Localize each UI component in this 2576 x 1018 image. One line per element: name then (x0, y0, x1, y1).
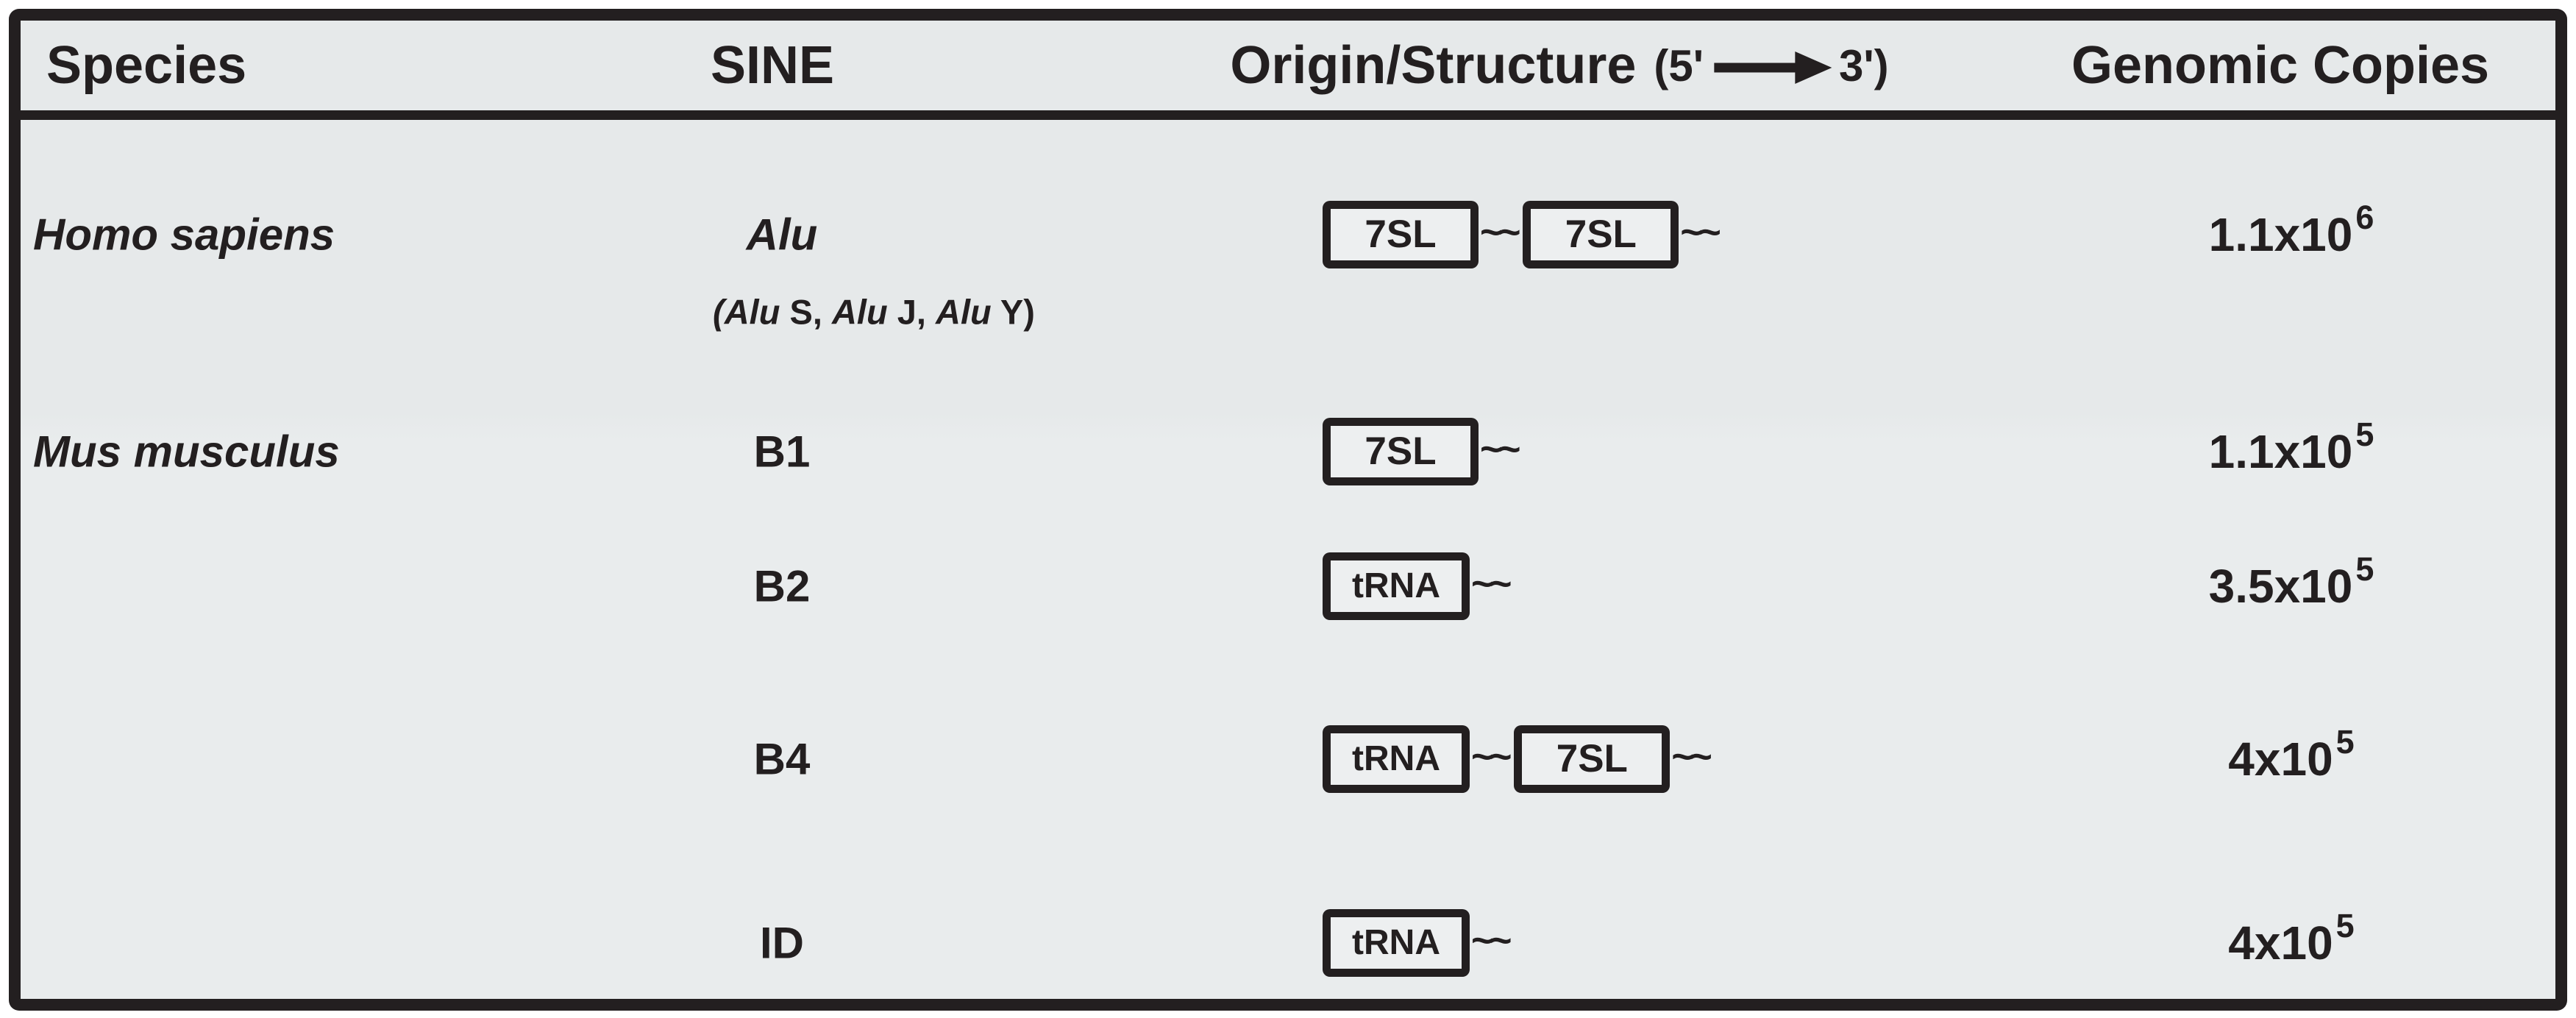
species-name: Mus musculus (33, 427, 340, 477)
sequence-box-trna: tRNA (1323, 909, 1470, 977)
col-header-genomic-copies: Genomic Copies (2071, 36, 2490, 95)
sequence-box-7sl: 7SL (1523, 201, 1679, 268)
table-body: Homo sapiens Alu (Alu S, Alu J, Alu Y) 7… (21, 120, 2555, 999)
copies-exponent: 5 (2335, 907, 2355, 944)
a-tail-squiggle-icon: ~~ (1471, 563, 1512, 605)
a-tail-squiggle-icon: ~~ (1480, 428, 1521, 471)
col-header-origin-structure: Origin/Structure (5' 3') (1230, 35, 1888, 96)
copies-mantissa: 1.1x10 (2208, 208, 2353, 261)
copies-exponent: 5 (2355, 550, 2374, 588)
copies-mantissa: 4x10 (2228, 916, 2333, 969)
sequence-box-trna: tRNA (1323, 725, 1470, 793)
sine-table-figure: Species SINE Origin/Structure (5' 3') Ge… (9, 9, 2567, 1011)
a-tail-squiggle-icon: ~~ (1671, 736, 1712, 778)
sine-subfamilies-note: (Alu S, Alu J, Alu Y) (713, 292, 1035, 332)
sequence-box-7sl: 7SL (1323, 418, 1479, 485)
three-prime-label: 3') (1839, 40, 1889, 90)
sine-name: B2 (753, 561, 811, 611)
sequence-box-trna: tRNA (1323, 552, 1470, 620)
origin-structure-label: Origin/Structure (1230, 36, 1637, 95)
sine-name: B1 (753, 427, 811, 477)
copies-exponent: 6 (2355, 199, 2374, 236)
structure-diagram: 7SL ~~ (1323, 418, 1523, 485)
note-part: (Alu (713, 292, 780, 332)
sequence-box-7sl: 7SL (1323, 201, 1479, 268)
genomic-copies-value: 1.1x105 (2208, 416, 2374, 479)
species-name: Homo sapiens (33, 210, 335, 260)
copies-mantissa: 3.5x10 (2208, 560, 2353, 613)
structure-diagram: tRNA ~~ (1323, 552, 1514, 620)
copies-exponent: 5 (2355, 416, 2374, 453)
sequence-box-7sl: 7SL (1514, 725, 1671, 793)
genomic-copies-value: 1.1x106 (2208, 199, 2374, 262)
col-header-sine: SINE (710, 36, 835, 95)
copies-mantissa: 1.1x10 (2208, 425, 2353, 478)
header-row: Species SINE Origin/Structure (5' 3') Ge… (21, 21, 2555, 120)
structure-diagram: tRNA ~~ (1323, 909, 1514, 977)
five-prime-label: (5' (1654, 40, 1704, 90)
a-tail-squiggle-icon: ~~ (1471, 919, 1512, 962)
genomic-copies-value: 3.5x105 (2208, 550, 2374, 613)
col-header-species: Species (46, 36, 247, 95)
genomic-copies-value: 4x105 (2228, 907, 2354, 970)
sine-name: ID (760, 918, 804, 968)
right-arrow-icon (1714, 51, 1832, 84)
note-part: Alu (936, 292, 992, 332)
sine-name: Alu (746, 210, 818, 260)
a-tail-squiggle-icon: ~~ (1680, 211, 1721, 254)
note-part: Alu (831, 292, 888, 332)
note-part: Y) (991, 292, 1035, 332)
copies-mantissa: 4x10 (2228, 733, 2333, 786)
structure-diagram: tRNA ~~ 7SL ~~ (1323, 725, 1715, 793)
sine-name: B4 (753, 734, 811, 784)
structure-diagram: 7SL ~~ 7SL ~~ (1323, 201, 1723, 268)
a-tail-squiggle-icon: ~~ (1471, 736, 1512, 778)
a-tail-squiggle-icon: ~~ (1480, 211, 1521, 254)
note-part: S, (780, 292, 832, 332)
note-part: J, (887, 292, 936, 332)
copies-exponent: 5 (2335, 723, 2355, 761)
genomic-copies-value: 4x105 (2228, 723, 2354, 786)
